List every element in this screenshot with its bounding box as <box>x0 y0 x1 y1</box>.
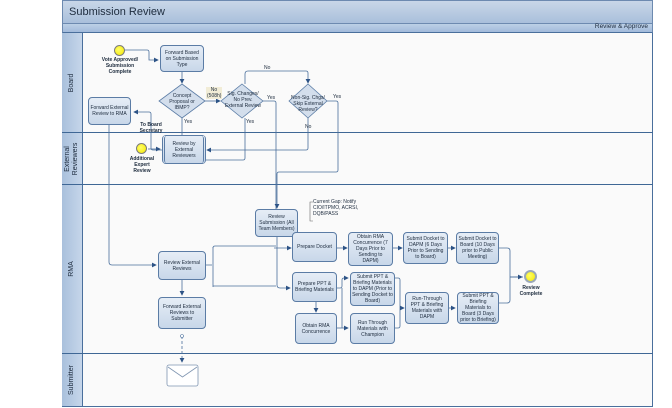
flow-label-no-top: No <box>264 65 271 71</box>
gateway-sig-changes <box>220 83 264 119</box>
flow-label-no-nonsig: No <box>305 124 312 130</box>
flow-start-to-forward <box>125 49 159 63</box>
lane-rma: RMA <box>62 184 83 353</box>
task-submit-docket-dapm[interactable]: Submit Docket to DAPM (6 Days Prior to S… <box>403 232 448 264</box>
task-run-through-ppt[interactable]: Run-Through PPT & Briefing Materials wit… <box>405 292 449 324</box>
task-prepare-docket[interactable]: Prepare Docket <box>292 232 337 262</box>
task-submit-ppt-dapm[interactable]: Submit PPT & Briefing Materials to DAPM … <box>350 272 395 306</box>
end-event-review-complete[interactable] <box>524 270 537 283</box>
gateway-non-sig-label: Non-Sig. Chgs/ Skip External Review? <box>291 95 325 113</box>
flow-label-yes-concept: Yes <box>184 119 193 125</box>
task-submit-ppt-board[interactable]: Submit PPT & Briefing Materials to Board… <box>457 292 499 324</box>
flow-label-to-board-secretary: To Board Secretary <box>139 122 163 134</box>
annotation-bracket <box>309 201 313 222</box>
lane-divider <box>62 353 653 354</box>
task-run-through-champion[interactable]: Run Through Materials with Champion <box>350 313 395 344</box>
flow-label-yes-nonsig: Yes <box>333 94 342 100</box>
flow-review-submission-down <box>276 236 291 291</box>
start-event-vote-approved[interactable] <box>114 45 125 56</box>
start-event-additional-review[interactable] <box>136 143 147 154</box>
task-review-by-external[interactable]: Review by External Reviewers <box>162 135 206 164</box>
gateway-concept-label: Concept Proposal or IBMP? <box>169 93 195 111</box>
end-event-label: Review Complete <box>519 285 543 297</box>
flow-ppt-split <box>336 275 349 289</box>
gateway-non-sig <box>288 83 328 119</box>
flow-merge-runthrough <box>395 277 404 329</box>
envelope-icon <box>166 364 199 387</box>
flow-nonsig-yes <box>274 100 339 209</box>
task-obtain-rma-concurrence-7[interactable]: Obtain RMA Concurrence (7 Days Prior to … <box>348 232 393 266</box>
flow-review-ext-split <box>206 245 276 287</box>
phase-label: Review & Approve <box>594 23 648 30</box>
flow-nonsig-no <box>206 118 309 153</box>
message-flow-origin <box>180 334 184 338</box>
lane-board: Board <box>62 33 83 133</box>
flow-label-yes-sig-right: Yes <box>267 95 276 101</box>
start-event-additional-label: Additional Expert Review <box>129 156 155 174</box>
lane-external-reviewers: External Reviewers <box>62 133 83 184</box>
task-forward-external-submitter[interactable]: Forward External Reviews to Submitter <box>158 297 206 329</box>
flow-label-no-508h: No (508h) <box>206 87 222 99</box>
start-event-vote-label: Vote Approved/ Submission Complete <box>101 57 139 75</box>
flow-sig-yes-right <box>263 100 277 210</box>
task-obtain-rma-concurrence[interactable]: Obtain RMA Concurrence <box>295 313 337 344</box>
task-submit-docket-board[interactable]: Submit Docket to Board (10 Days prior to… <box>456 232 499 264</box>
phase-bar: Review & Approve <box>62 23 653 33</box>
pool-title: Submission Review <box>69 6 165 18</box>
task-forward-submission[interactable]: Forward Based on Submission Type <box>160 45 204 72</box>
flow-rma-forward-down <box>108 123 157 268</box>
task-review-submission[interactable]: Review Submission (All Team Members) <box>255 209 298 237</box>
lane-submitter: Submitter <box>62 353 83 406</box>
annotation-current-gap: Current Gap: Notify CIO/ITPMO, ACRSI, DQ… <box>313 199 359 217</box>
task-prepare-ppt[interactable]: Prepare PPT & Briefing Materials <box>292 272 337 302</box>
pool-title-bar: Submission Review <box>62 0 653 24</box>
task-forward-external-rma[interactable]: Forward External Review to RMA <box>88 97 131 125</box>
flow-sig-no <box>244 70 311 84</box>
gateway-sig-changes-label: Sig. Changes/ No Prev. External Review <box>224 91 262 109</box>
flow-label-yes-sig-bottom: Yes <box>246 119 255 125</box>
lane-divider <box>62 132 653 133</box>
lane-divider <box>62 184 653 185</box>
gateway-concept <box>158 83 206 119</box>
task-review-external-reviews[interactable]: Review External Reviews <box>158 251 206 280</box>
flow-to-board-secretary <box>133 109 162 151</box>
